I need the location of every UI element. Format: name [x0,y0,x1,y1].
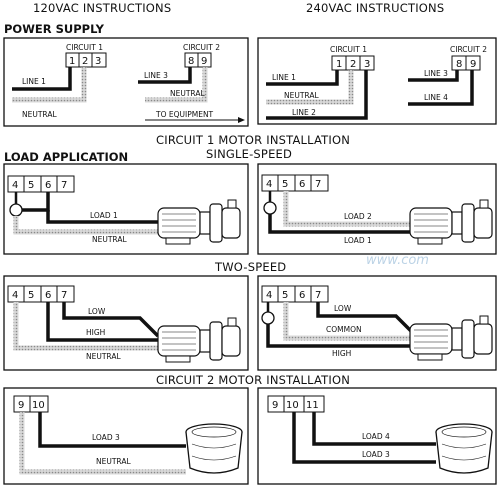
terminal-8: 8 [188,56,194,67]
terminal-7-ts: 7 [61,290,67,301]
terminal-4: 4 [12,180,18,191]
two-speed-240-panel: 4 5 6 7 LOW COMMON HIGH [257,275,497,371]
circuit1-label: CIRCUIT 1 [66,43,103,52]
terminal-4-ts: 4 [12,290,18,301]
load4-label: LOAD 4 [362,432,390,441]
load1-label-240: LOAD 1 [344,236,372,245]
terminal-2-240: 2 [350,59,356,70]
line4-label-240: LINE 4 [424,93,448,102]
circuit1-install-title: CIRCUIT 1 MOTOR INSTALLATION [156,133,350,147]
load-application-title: LOAD APPLICATION [4,150,128,164]
terminal-6-240ss: 6 [299,179,305,190]
terminal-5-240ts: 5 [282,290,288,301]
terminal-5-ts: 5 [28,290,34,301]
terminal-1: 1 [69,56,75,67]
low-label-240: LOW [334,304,352,313]
common-label: COMMON [326,325,362,334]
header-240vac: 240VAC INSTRUCTIONS [306,1,444,15]
terminal-10-c2-240: 10 [286,400,299,411]
load3-label: LOAD 3 [92,433,120,442]
motor-icon [157,199,241,245]
circuit2-label-240: CIRCUIT 2 [450,45,487,54]
terminal-5: 5 [28,180,34,191]
circuit2-install-title: CIRCUIT 2 MOTOR INSTALLATION [156,373,350,387]
motor-icon-240ts [409,315,493,361]
neutral2-label: NEUTRAL [170,89,205,98]
two-speed-120-panel: 4 5 6 7 LOW HIGH NEUTRAL [3,275,249,371]
neutral-label-c2: NEUTRAL [96,457,131,466]
line3-label-240: LINE 3 [424,69,448,78]
neutral-label: NEUTRAL [22,110,57,119]
terminal-2: 2 [82,56,88,67]
motor-icon-ts [157,317,241,363]
terminal-4-240ss: 4 [266,179,272,190]
terminal-7: 7 [61,180,67,191]
neutral-label-240: NEUTRAL [284,91,319,100]
low-label: LOW [88,307,106,316]
terminal-3-240: 3 [364,59,370,70]
tub-icon [185,423,243,474]
terminal-1-240: 1 [336,59,342,70]
terminal-4-240ts: 4 [266,290,272,301]
line1-label-240: LINE 1 [272,73,296,82]
terminal-8-240: 8 [456,59,462,70]
power-supply-120-panel: CIRCUIT 1 1 2 3 LINE 1 NEUTRAL CIRCUIT 2… [3,37,249,127]
terminal-9: 9 [201,56,207,67]
load1-label: LOAD 1 [90,211,118,220]
high-label-240: HIGH [332,349,351,358]
terminal-7-240ss: 7 [315,179,321,190]
to-equipment-label: TO EQUIPMENT [155,110,214,119]
terminal-11-c2-240: 11 [306,400,319,411]
single-speed-title: SINGLE-SPEED [206,147,292,161]
neutral-label-ts: NEUTRAL [86,352,121,361]
circuit2-240-panel: 9 10 11 LOAD 4 LOAD 3 [257,387,497,485]
single-speed-240-panel: 4 5 6 7 LOAD 2 LOAD 1 [257,163,497,255]
terminal-9-240: 9 [470,59,476,70]
line1-label: LINE 1 [22,77,46,86]
circuit2-120-panel: 9 10 LOAD 3 NEUTRAL [3,387,249,485]
circuit1-label-240: CIRCUIT 1 [330,45,367,54]
line2-label-240: LINE 2 [292,108,316,117]
terminal-3: 3 [95,56,101,67]
load2-label: LOAD 2 [344,212,372,221]
neutral-label-ss: NEUTRAL [92,235,127,244]
circuit2-label: CIRCUIT 2 [183,43,220,52]
terminal-6-ts: 6 [45,290,51,301]
terminal-9-c2: 9 [18,400,24,411]
tub-icon-240 [435,423,493,474]
two-speed-title: TWO-SPEED [214,260,286,274]
terminal-10-c2: 10 [32,400,45,411]
line3-label: LINE 3 [144,71,168,80]
power-supply-240-panel: CIRCUIT 1 1 2 3 LINE 1 NEUTRAL LINE 2 CI… [257,37,497,125]
watermark-text: www.com [366,253,429,268]
high-label: HIGH [86,328,105,337]
header-120vac: 120VAC INSTRUCTIONS [33,1,171,15]
load3-label-240: LOAD 3 [362,450,390,459]
motor-icon-240ss [409,199,493,245]
power-supply-title: POWER SUPPLY [4,22,105,36]
terminal-6-240ts: 6 [299,290,305,301]
single-speed-120-panel: 4 5 6 7 LOAD 1 NEUTRAL [3,163,249,255]
terminal-7-240ts: 7 [315,290,321,301]
terminal-6: 6 [45,180,51,191]
terminal-5-240ss: 5 [282,179,288,190]
terminal-9-c2-240: 9 [272,400,278,411]
